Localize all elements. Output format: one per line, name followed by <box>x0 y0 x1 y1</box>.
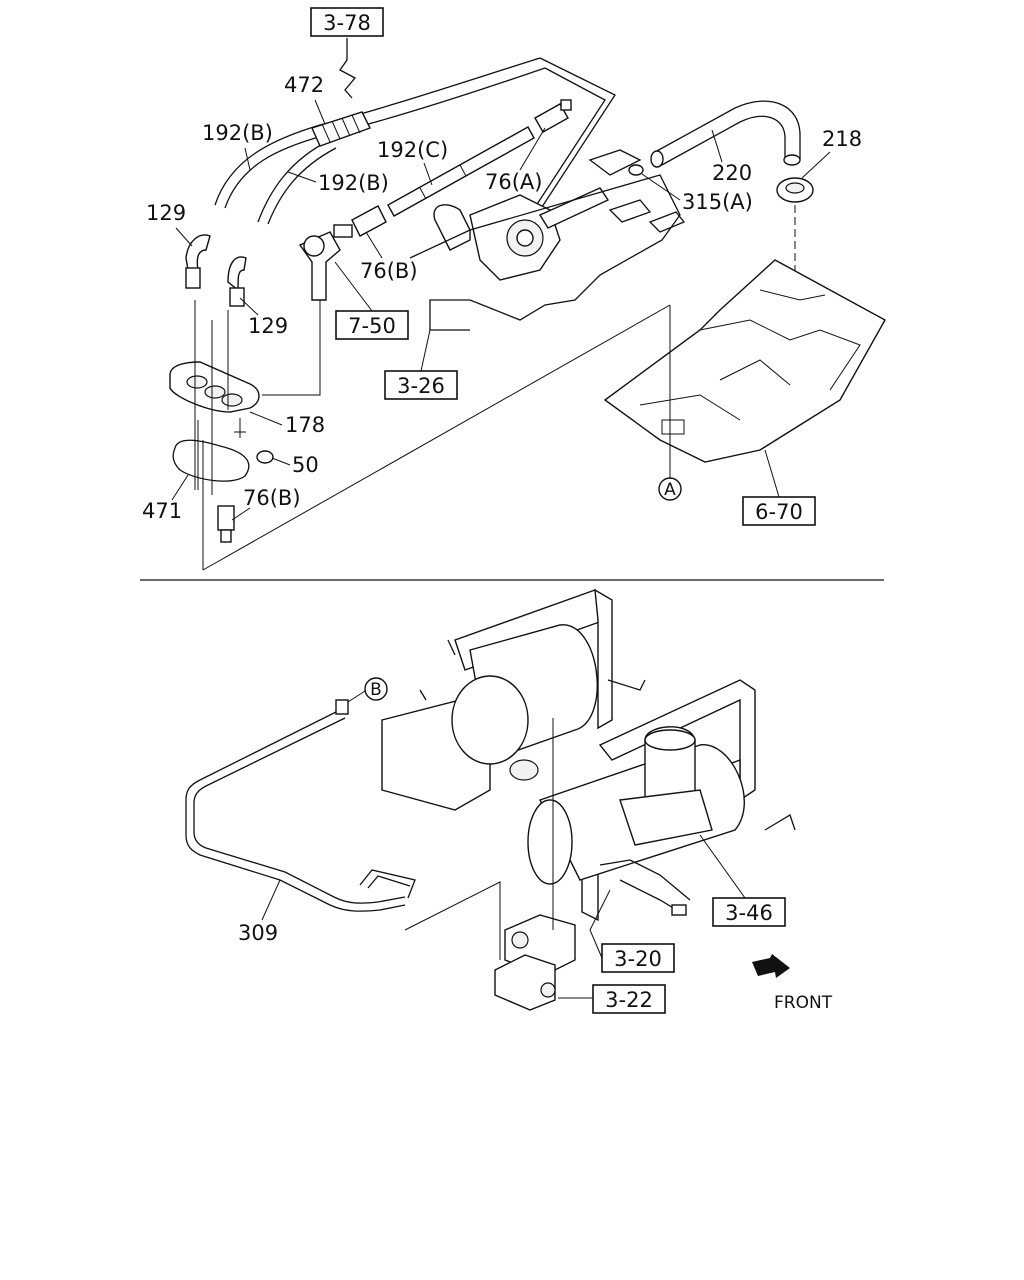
leader-3-26 <box>420 329 431 372</box>
leader-6-70 <box>764 449 780 498</box>
guide-lines-upper-left <box>194 300 229 495</box>
elbow-fitting <box>298 231 341 301</box>
svg-text:178: 178 <box>285 413 325 437</box>
bracket-178 <box>169 361 260 413</box>
ref-box-3-22[interactable]: 3-22 <box>592 984 666 1014</box>
callout-50: 50 <box>271 453 319 477</box>
svg-text:A: A <box>664 480 676 500</box>
svg-text:3-22: 3-22 <box>605 988 653 1012</box>
svg-text:76(A): 76(A) <box>485 170 542 194</box>
ref-box-3-20[interactable]: 3-20 <box>601 943 675 973</box>
guide-line-valve <box>404 718 554 960</box>
callout-129-1: 129 <box>146 201 193 247</box>
relay-valve <box>494 914 576 1011</box>
grommet-218 <box>776 177 814 203</box>
air-tank-upper <box>451 624 598 781</box>
fitting-76b-lower <box>217 505 235 543</box>
hose-192c <box>387 126 535 217</box>
svg-text:76(B): 76(B) <box>360 259 418 283</box>
leader-b <box>347 690 366 703</box>
callout-220: 220 <box>711 129 752 185</box>
svg-text:3-78: 3-78 <box>323 11 371 35</box>
svg-text:3-20: 3-20 <box>614 947 662 971</box>
svg-text:6-70: 6-70 <box>755 500 803 524</box>
svg-text:76(B): 76(B) <box>243 486 301 510</box>
leader-7-50 <box>334 261 373 312</box>
callout-471: 471 <box>142 474 189 523</box>
callout-472: 472 <box>284 73 326 125</box>
svg-text:7-50: 7-50 <box>348 314 396 338</box>
front-arrow-icon <box>752 954 790 978</box>
o-ring-471 <box>172 439 250 482</box>
leader-3-46 <box>699 834 746 899</box>
callout-76a: 76(A) <box>485 127 546 194</box>
nut-50 <box>256 450 274 464</box>
break-symbol <box>339 38 357 99</box>
circle-a-marker: A <box>658 477 682 501</box>
svg-text:50: 50 <box>292 453 319 477</box>
svg-text:3-46: 3-46 <box>725 901 773 925</box>
svg-text:129: 129 <box>146 201 186 225</box>
svg-text:B: B <box>370 680 382 700</box>
svg-text:192(B): 192(B) <box>318 171 389 195</box>
leader-3-20 <box>589 889 611 959</box>
callout-192c: 192(C) <box>377 138 448 186</box>
ref-box-3-26[interactable]: 3-26 <box>384 370 458 400</box>
callout-309: 309 <box>238 879 281 945</box>
ref-box-3-46[interactable]: 3-46 <box>712 897 786 927</box>
upper-assembly: 3-78 <box>142 7 886 571</box>
callout-129-2: 129 <box>239 297 288 338</box>
elbow-hose-129-left <box>185 234 211 289</box>
callout-315a: 315(A) <box>641 173 753 214</box>
air-dryer <box>619 726 713 846</box>
svg-text:315(A): 315(A) <box>682 190 753 214</box>
bolt <box>234 418 246 438</box>
valve-assembly <box>433 187 610 281</box>
svg-text:218: 218 <box>822 127 862 151</box>
floor-panel <box>603 259 886 463</box>
svg-text:309: 309 <box>238 921 278 945</box>
svg-text:220: 220 <box>712 161 752 185</box>
tank-fittings <box>419 639 796 901</box>
ref-box-7-50[interactable]: 7-50 <box>335 310 409 340</box>
fitting-76b-upper <box>333 205 387 238</box>
pipe-309 <box>185 699 416 912</box>
svg-text:129: 129 <box>248 314 288 338</box>
guide-line-diagonal <box>202 300 671 571</box>
svg-text:471: 471 <box>142 499 182 523</box>
callout-76b-1: 76(B) <box>360 231 418 283</box>
clamp-315a <box>628 164 644 176</box>
pipe-220 <box>650 100 801 168</box>
ref-box-6-70[interactable]: 6-70 <box>742 496 816 526</box>
svg-text:192(C): 192(C) <box>377 138 448 162</box>
lower-assembly: B <box>185 588 833 1014</box>
svg-text:472: 472 <box>284 73 324 97</box>
callout-218: 218 <box>801 127 862 179</box>
connector <box>671 904 687 916</box>
mounting-plate <box>409 149 686 331</box>
svg-text:3-26: 3-26 <box>397 374 445 398</box>
callout-192b-1: 192(B) <box>202 121 273 171</box>
corrugated-clamp-472 <box>311 111 371 147</box>
svg-text:192(B): 192(B) <box>202 121 273 145</box>
callout-192b-2: 192(B) <box>287 171 389 195</box>
elbow-hose-129-right <box>227 256 247 307</box>
front-label: FRONT <box>774 993 833 1013</box>
fitting-76a <box>534 99 572 133</box>
callout-76b-2: 76(B) <box>231 486 301 521</box>
circle-b-marker: B <box>364 677 388 701</box>
ref-box-3-78[interactable]: 3-78 <box>310 7 384 37</box>
callout-178: 178 <box>249 411 325 437</box>
